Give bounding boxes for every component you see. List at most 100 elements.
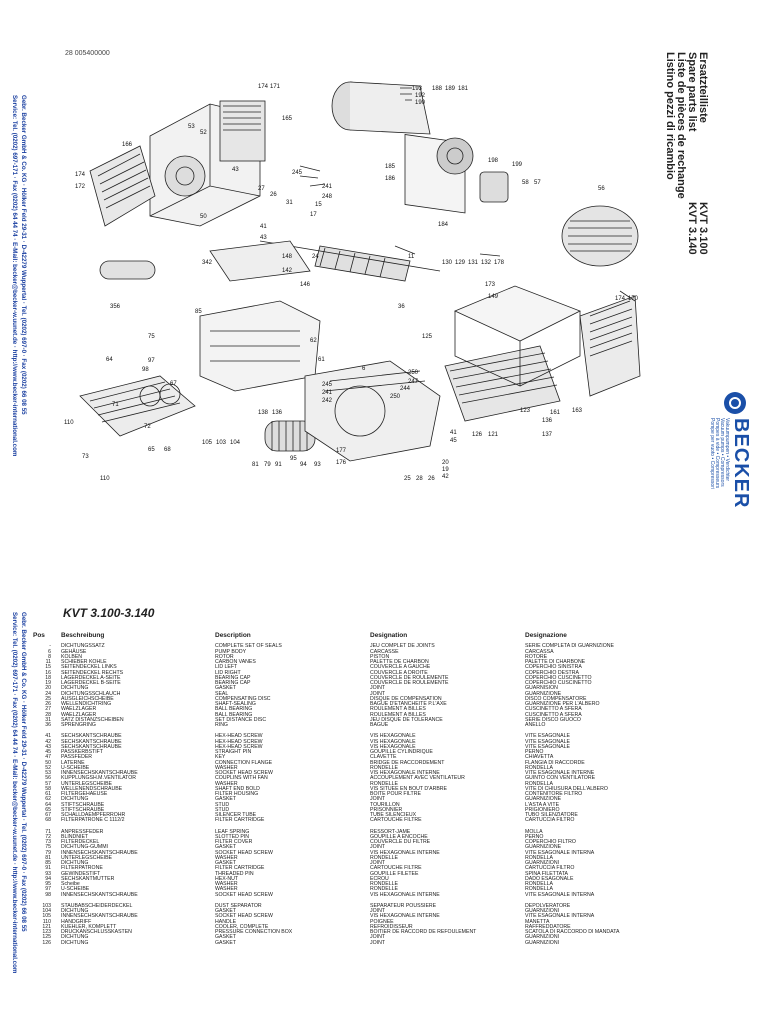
english-cell: FILTER HOUSING [215, 791, 259, 797]
english-cell: SOCKET HEAD SCREW [215, 849, 273, 856]
part-label: 136 [272, 410, 283, 416]
italian-cell: COPERCHIO DESTRA [525, 669, 579, 676]
italian-cell: CUSCINETTO A SFERA [525, 706, 582, 713]
part-label: 67 [170, 381, 177, 387]
french-cell: GOUPILLE FILETEE [370, 870, 419, 877]
german-cell: DICHTUNGSSATZ [61, 643, 105, 650]
french-cell: VIS HEXAGONALE [370, 738, 416, 745]
french-cell: VIS HEXAGONALE INTERNE [370, 891, 440, 898]
german-cell: FILTERDECKEL [61, 839, 100, 845]
part-label: 57 [534, 180, 541, 186]
french-cell: ACCOUPLEMENT AVEC VENTILATEUR [370, 775, 465, 782]
french-cell: RONDELLE [370, 881, 398, 887]
part-label: 103 [216, 440, 227, 446]
german-cell: LAGERDECKEL A-SEITE [61, 674, 121, 681]
part-label: 72 [144, 424, 151, 430]
part-label: 104 [230, 440, 241, 446]
part-label: 91 [275, 462, 282, 468]
pos-cell: 81 [45, 854, 51, 861]
part-label: 149 [488, 294, 499, 300]
italian-cell: L'ASTA A VITE [525, 801, 560, 808]
pos-cell: 41 [45, 733, 51, 740]
exploded-view-drawing: 174 171 165 53 52 166 174 172 50 43 27 2… [64, 81, 641, 482]
part-label: 126 [472, 432, 483, 438]
document-number: 28 005400000 [65, 50, 110, 57]
english-cell: LEAF SPRING [215, 828, 250, 835]
italian-cell: ANELLO [525, 722, 546, 728]
french-cell: CARTOUCHE FILTRE [370, 817, 422, 824]
italian-cell: SCATOLA DI RACCORDO DI MANDATA [525, 929, 620, 935]
part-label: 43 [260, 235, 267, 241]
part-label: 166 [122, 142, 133, 148]
german-cell: UNTERLEGSCHEIBE [61, 780, 113, 787]
french-cell: BAGUE D'ETANCHEITE P.L'AXE [370, 701, 447, 707]
english-cell: KEY [215, 754, 226, 761]
part-label: 174 [75, 172, 86, 178]
french-cell: JOINT [370, 860, 385, 866]
col-header-it: Designazione [525, 632, 567, 639]
part-label: 138 [258, 410, 269, 416]
french-cell: PISTON [370, 653, 390, 660]
english-cell: WASHER [215, 764, 238, 771]
part-label: 199 [512, 162, 523, 168]
part-label: 342 [202, 260, 213, 266]
part-label: 177 [336, 448, 347, 454]
english-cell: HANDLE [215, 918, 237, 925]
italian-cell: VITE ESAGONALE INTERNA [525, 913, 595, 920]
part-label: 27 [258, 186, 265, 192]
address-block-bottom: Gebr. Becker GmbH & Co. KG · Hölker Feld… [10, 612, 28, 973]
english-cell: WASHER [215, 886, 238, 893]
part-label: 15 [315, 202, 322, 208]
english-cell: WASHER [215, 780, 238, 787]
english-cell: WASHER [215, 854, 238, 861]
french-cell: JEU COMPLET DE JOINTS [370, 643, 435, 650]
part-label: 41 [260, 224, 267, 230]
part-label: 65 [148, 447, 155, 453]
part-label: 75 [148, 334, 155, 340]
pos-cell: 50 [45, 759, 51, 766]
col-header-fr: Designation [370, 632, 408, 639]
german-cell: SCHIEBER KOHLE [61, 659, 107, 665]
part-label: 61 [318, 357, 325, 363]
french-cell: RONDELLE [370, 854, 398, 861]
parts-table: Pos Beschreibung Description Designation… [33, 632, 685, 946]
english-cell: GASKET [215, 939, 237, 946]
french-cell: ECROU [370, 875, 389, 882]
english-cell: BALL BEARING [215, 711, 253, 718]
german-cell: SECHSKANTSCHRAUBE [61, 738, 122, 745]
pos-cell: 98 [45, 891, 51, 898]
italian-cell: MOLLA [525, 828, 543, 835]
pos-cell: 61 [45, 791, 51, 797]
part-label: 184 [438, 222, 449, 228]
german-cell: KOLBEN [61, 653, 83, 660]
italian-cell: RAFFREDDATORE [525, 923, 571, 930]
german-cell: PASSFEDER [61, 754, 93, 761]
english-cell: HEX-HEAD SCREW [215, 738, 263, 745]
french-cell: ROULEMENT A BILLES [370, 711, 426, 718]
part-label: 56 [598, 186, 605, 192]
english-cell: FILTER CARTRIDGE [215, 817, 265, 824]
german-cell: Scheibe [61, 881, 80, 887]
title-model: KVT 3.100 [697, 202, 709, 255]
pos-cell: 56 [45, 775, 51, 782]
part-label: 250 [408, 370, 419, 376]
part-label: 58 [522, 180, 529, 186]
pos-cell: 105 [42, 913, 51, 920]
address-block-top: Gebr. Becker GmbH & Co. KG · Hölker Feld… [10, 95, 28, 456]
becker-logo: BECKER Vakuumpumpen • Verdichter Vacuum … [709, 392, 752, 522]
french-cell: PALETTE DE CHARBON [370, 659, 429, 665]
french-cell: COUVERCLE A DROITE [370, 669, 428, 676]
